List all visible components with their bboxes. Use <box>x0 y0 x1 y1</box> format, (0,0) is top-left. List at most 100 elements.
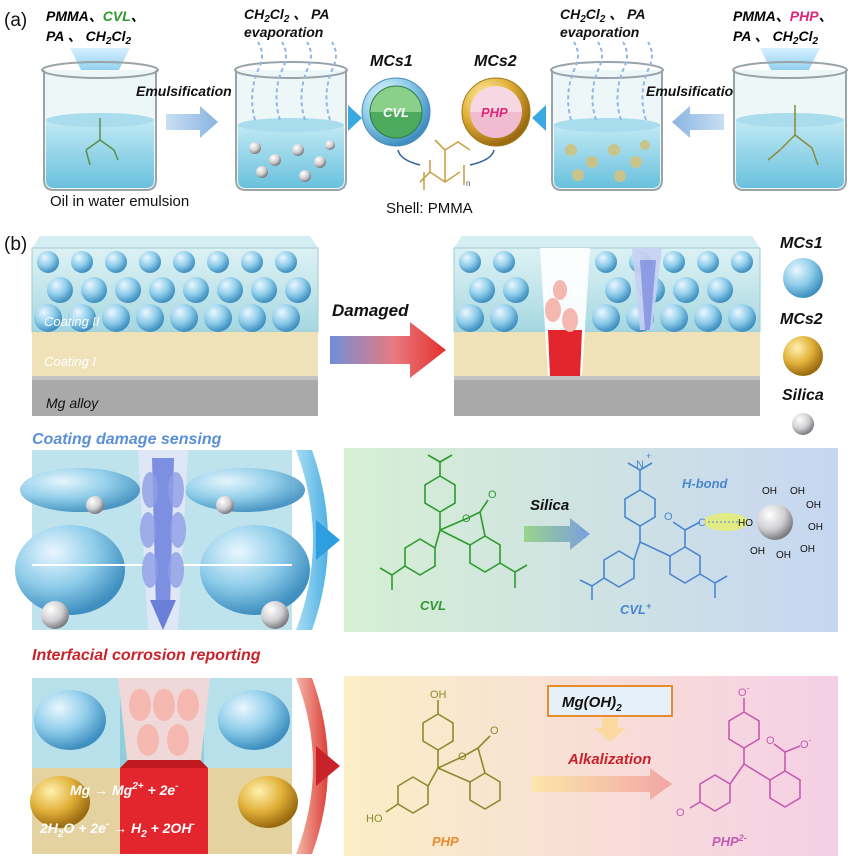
svg-text:OH: OH <box>800 544 815 555</box>
corrosion-arrow <box>316 746 340 786</box>
polymer-n: n <box>466 179 470 188</box>
mcs1-sphere <box>81 277 107 303</box>
evaporation-right-label: CH2Cl2 、 PA evaporation <box>560 6 646 40</box>
cvl-molecule <box>379 454 528 590</box>
sensing-arrow <box>316 520 340 560</box>
sensing-closeup <box>15 450 310 630</box>
mcs1-sphere <box>592 304 620 332</box>
cvl-label: CVL <box>420 598 446 613</box>
php-carbonyl-o: O <box>490 725 499 737</box>
mcs1-sphere <box>204 304 232 332</box>
mcs1-sphere <box>238 304 266 332</box>
silica-arrow-label: Silica <box>530 497 569 514</box>
mcs1-title: MCs1 <box>370 53 413 70</box>
svg-text:OH: OH <box>790 486 805 497</box>
php-molecule <box>385 700 501 814</box>
svg-text:evaporation: evaporation <box>560 24 639 40</box>
right-inputs-label: PMMA、PHP、 PA 、 CH2Cl2 <box>733 8 833 47</box>
mcs1-sphere <box>660 304 688 332</box>
php2-molecule <box>689 698 801 812</box>
legend-silica-label: Silica <box>782 387 824 404</box>
svg-text:OH: OH <box>776 550 791 561</box>
svg-text:Mg → Mg2+ + 2e-: Mg → Mg2+ + 2e- <box>70 781 179 798</box>
mcs2-capsule <box>461 77 531 147</box>
svg-text:CH2Cl2 、 PA: CH2Cl2 、 PA <box>244 6 330 25</box>
php-ring-o: O <box>458 751 467 763</box>
mcs1-sphere <box>697 251 719 273</box>
php2-top-o: O- <box>738 683 750 699</box>
mg-alloy-label: Mg alloy <box>46 395 99 411</box>
svg-text:PMMA、CVL、: PMMA、CVL、 <box>46 8 145 24</box>
corrosion-closeup <box>30 678 298 854</box>
mcs1-sphere <box>493 251 515 273</box>
mcs1-sphere <box>251 277 277 303</box>
evaporation-left-label: CH2Cl2 、 PA evaporation <box>244 6 330 40</box>
arrow-to-mcs2 <box>532 105 546 131</box>
legend-mcs2-sphere <box>783 336 823 376</box>
mcs1-sphere <box>490 304 518 332</box>
mgoh2-label: Mg(OH)2 <box>562 694 622 714</box>
mcs1-sphere <box>241 251 263 273</box>
silica-particle <box>757 504 793 540</box>
damaged-label: Damaged <box>332 301 409 320</box>
mcs2-title: MCs2 <box>474 53 517 70</box>
mcs1-sphere <box>68 304 96 332</box>
emulsification-arrow-left <box>166 106 218 138</box>
emulsification-left-label: Emulsification <box>136 83 232 99</box>
left-inputs-label: PMMA、CVL、 PA 、 CH2Cl2 <box>46 8 145 47</box>
silica-ho: HO <box>738 518 753 529</box>
damaged-arrow <box>330 322 446 378</box>
mcs1-capsule <box>361 77 431 147</box>
svg-text:OH: OH <box>808 522 823 533</box>
php-label: PHP <box>432 834 459 849</box>
sensing-chevron-shape <box>296 450 328 630</box>
mcs1-sphere <box>170 304 198 332</box>
cvl-plus-label: CVL+ <box>620 601 652 617</box>
cvl-core-label: CVL <box>383 105 409 120</box>
equation-2: 2H2O + 2e- → H2 + 2OH- <box>39 819 195 840</box>
hbond-label: H-bond <box>682 476 729 491</box>
emulsification-right-label: Emulsification <box>646 83 742 99</box>
silica-arrow <box>524 518 590 550</box>
svg-text:OH: OH <box>750 546 765 557</box>
mcs1-sphere <box>136 304 164 332</box>
php-bottom-ho: HO <box>366 813 383 825</box>
php2-carbonyl-o: O <box>766 735 775 747</box>
svg-text:OH: OH <box>762 486 777 497</box>
mgoh2-down-arrow <box>594 718 626 742</box>
php-core-label: PHP <box>481 105 508 120</box>
mgoh2-box <box>547 685 673 717</box>
mcs1-sphere <box>34 304 62 332</box>
cvl-plus-molecule <box>579 462 728 600</box>
mcs1-sphere <box>731 251 753 273</box>
beaker-evaporation-left <box>234 41 348 191</box>
alkalization-label: Alkalization <box>567 751 651 768</box>
beaker-php <box>732 61 848 191</box>
mcs1-sphere <box>173 251 195 273</box>
cvl-plus-charge: + <box>646 451 651 461</box>
mcs1-sphere <box>183 277 209 303</box>
svg-text:PMMA、PHP、: PMMA、PHP、 <box>733 8 833 24</box>
arrow-to-mcs1 <box>348 105 362 131</box>
php2-bottom-o: O <box>676 807 685 819</box>
mcs1-sphere <box>456 304 484 332</box>
coating2-label: Coating II <box>44 314 100 329</box>
legend-mcs1-label: MCs1 <box>780 235 823 252</box>
mcs1-sphere <box>217 277 243 303</box>
emulsification-arrow-right <box>672 106 724 138</box>
cvl-reaction-box <box>344 448 838 632</box>
panel-b-label: (b) <box>4 234 27 255</box>
mcs1-sphere <box>272 304 300 332</box>
equation-1: Mg → Mg2+ + 2e- <box>70 781 179 798</box>
php2-carboxylate-o: O- <box>800 735 812 751</box>
cvl-plus-carbonyl-o: O <box>664 511 673 523</box>
mcs1-sphere <box>275 251 297 273</box>
svg-text:OH: OH <box>806 500 821 511</box>
mcs1-sphere <box>285 277 311 303</box>
mcs1-sphere <box>139 251 161 273</box>
cvl-ring-o: O <box>462 513 471 525</box>
corrosion-chevron-shape <box>296 678 328 854</box>
php-top-oh: OH <box>430 689 447 701</box>
cvl-plus-hbond-o: O <box>698 517 707 529</box>
mcs1-sphere <box>673 277 699 303</box>
